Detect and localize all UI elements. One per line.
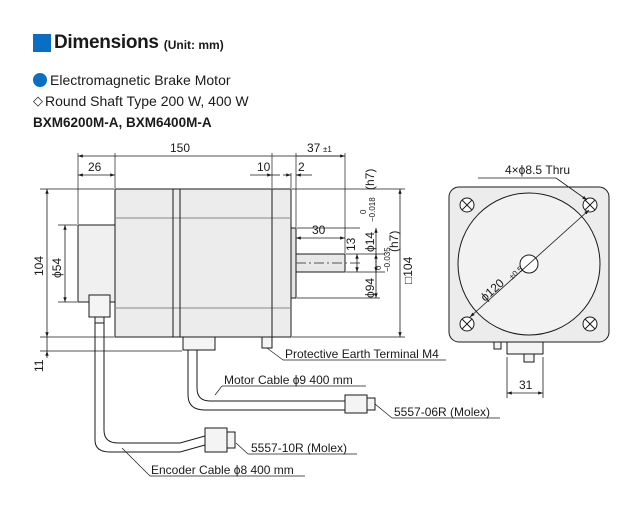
unit-note: (Unit: mm) (163, 38, 224, 52)
square-bullet-icon (33, 34, 51, 52)
callouts: Protective Earth Terminal M4 Motor Cable… (121, 347, 500, 477)
motor-type-line: Electromagnetic Brake Motor (33, 72, 231, 88)
diamond-outline-icon: ◇ (33, 93, 43, 108)
dim-37: 37 (307, 141, 321, 155)
shaft-type: Round Shaft Type 200 W, 400 W (45, 93, 249, 109)
dim-104-left: 104 (32, 256, 46, 276)
dim-14-tol-upper: 0 (359, 209, 368, 214)
dim-54: ϕ54 (50, 258, 64, 278)
dim-94-tol-upper: 0 (374, 265, 383, 270)
dim-13: 13 (344, 237, 358, 251)
cable-gland (182, 336, 216, 351)
motor-connector (344, 394, 368, 414)
dim-30: 30 (312, 223, 326, 237)
dim-14-fit: (h7) (363, 169, 377, 190)
dim-11: 11 (32, 359, 46, 372)
side-view (77, 188, 376, 453)
dim-10: 10 (257, 160, 271, 174)
dim-94-tol-lower: −0.035 (383, 247, 392, 272)
front-flange (290, 227, 297, 299)
shaft-type-line: ◇ Round Shaft Type 200 W, 400 W (33, 93, 249, 109)
dim-2: 2 (298, 160, 305, 174)
dimension-labels: 150 37 ±1 26 10 2 30 13 ϕ14 0 −0.018 (h7… (32, 141, 415, 372)
rear-cylinder (77, 224, 115, 303)
earth-terminal (261, 336, 273, 349)
earth-terminal-label: Protective Earth Terminal M4 (285, 347, 439, 361)
encoder-connector-block (88, 294, 111, 318)
encoder-cable-label: Encoder Cable ϕ8 400 mm (151, 463, 294, 477)
dim-94: ϕ94 (363, 278, 377, 298)
circle-bullet-icon (33, 73, 47, 87)
dim-37-tol: ±1 (323, 145, 332, 154)
motor-type: Electromagnetic Brake Motor (50, 72, 231, 88)
motor-cable-label: Motor Cable ϕ9 400 mm (224, 373, 353, 387)
encoder-connector (204, 427, 228, 453)
model-first: BXM6200M-A (33, 115, 119, 130)
holes-label: 4×ϕ8.5 Thru (505, 163, 570, 177)
encoder-connector-label: 5557-10R (Molex) (251, 441, 347, 455)
motor-body (114, 188, 292, 338)
model-separator: , (118, 115, 127, 130)
extension-lines (40, 153, 405, 352)
dim-26: 26 (88, 160, 102, 174)
section-title: Dimensions (54, 32, 159, 53)
dim-14-tol-lower: −0.018 (368, 197, 377, 222)
dim-104-square: □104 (401, 256, 415, 284)
dim-31: 31 (519, 378, 533, 392)
dim-14: ϕ14 (363, 232, 377, 252)
section-header: Dimensions (Unit: mm) (33, 31, 224, 55)
dim-94-fit: (h7) (387, 231, 401, 252)
dim-150: 150 (170, 141, 190, 155)
front-dim-lines (469, 177, 590, 398)
model-second: BXM6400M-A (126, 115, 212, 130)
motor-connector-label: 5557-06R (Molex) (394, 405, 490, 419)
model-numbers: BXM6200M-A, BXM6400M-A (33, 115, 212, 130)
dimension-lines (45, 154, 402, 358)
